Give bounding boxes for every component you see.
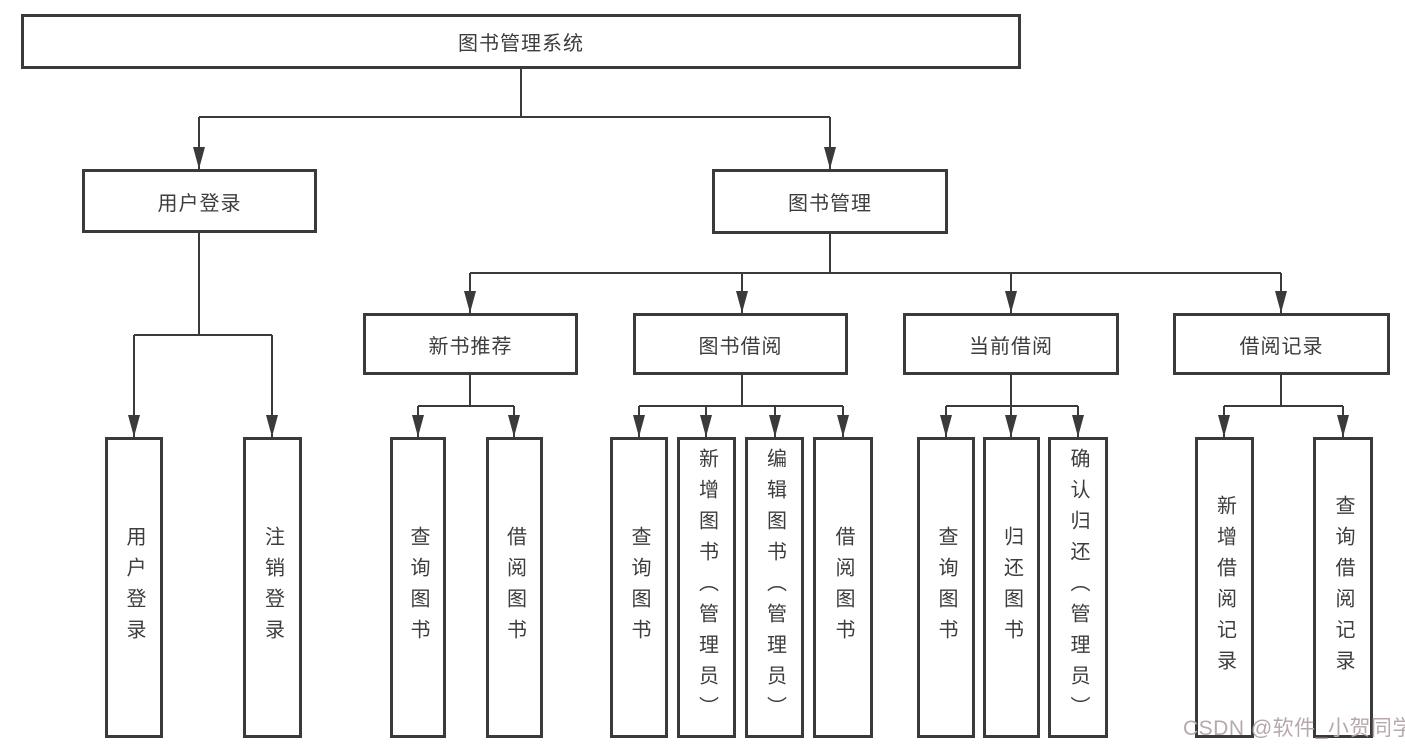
edge-user-login-children [128, 232, 278, 437]
node-leaf-logout: 注销登录 [243, 437, 302, 738]
edge-current-borrow-children [940, 374, 1084, 437]
node-book-borrow: 图书借阅 [633, 313, 848, 375]
node-nb-query-book-label: 查询图书 [407, 525, 429, 650]
node-new-book-recommend: 新书推荐 [363, 313, 578, 375]
node-book-management-label: 图书管理 [788, 193, 872, 215]
node-bb-add-book-admin-label: 新增图书（管理员） [695, 448, 718, 727]
node-current-borrow-label: 当前借阅 [969, 335, 1053, 358]
node-br-query-record: 查询借阅记录 [1313, 437, 1373, 738]
node-cb-query-book-label: 查询图书 [935, 525, 957, 650]
node-borrow-record: 借阅记录 [1173, 313, 1390, 375]
node-cb-query-book: 查询图书 [917, 437, 975, 738]
node-user-login-label: 用户登录 [157, 192, 242, 215]
edge-book-borrow-children [633, 374, 849, 437]
node-cb-confirm-return-admin: 确认归还（管理员） [1048, 437, 1108, 738]
node-cb-confirm-return-admin-label: 确认归还（管理员） [1067, 448, 1089, 727]
node-bb-add-book-admin: 新增图书（管理员） [677, 437, 736, 738]
node-br-add-record: 新增借阅记录 [1195, 437, 1254, 738]
node-root: 图书管理系统 [21, 14, 1021, 69]
edge-new-book-children [412, 374, 520, 437]
edge-borrow-record-children [1218, 374, 1349, 437]
node-leaf-user-login-label: 用户登录 [123, 525, 145, 650]
node-leaf-user-login: 用户登录 [105, 437, 163, 738]
node-book-management: 图书管理 [712, 169, 948, 234]
node-user-login: 用户登录 [82, 169, 317, 233]
node-nb-query-book: 查询图书 [390, 437, 446, 738]
node-br-add-record-label: 新增借阅记录 [1213, 494, 1236, 681]
node-nb-borrow-book: 借阅图书 [486, 437, 543, 738]
node-cb-return-book: 归还图书 [983, 437, 1040, 738]
edge-book-management-children [464, 233, 1287, 313]
node-bb-edit-book-admin-label: 编辑图书（管理员） [763, 448, 786, 727]
node-bb-query-book: 查询图书 [610, 437, 668, 738]
node-bb-query-book-label: 查询图书 [628, 525, 650, 650]
node-cb-return-book-label: 归还图书 [1000, 525, 1023, 650]
node-current-borrow: 当前借阅 [903, 313, 1119, 375]
node-borrow-record-label: 借阅记录 [1239, 335, 1324, 358]
node-leaf-logout-label: 注销登录 [261, 525, 284, 650]
node-bb-edit-book-admin: 编辑图书（管理员） [745, 437, 804, 738]
node-nb-borrow-book-label: 借阅图书 [503, 525, 526, 650]
edge-root-children [193, 68, 836, 169]
node-br-query-record-label: 查询借阅记录 [1332, 494, 1354, 681]
node-bb-borrow-book-label: 借阅图书 [832, 525, 854, 650]
node-bb-borrow-book: 借阅图书 [813, 437, 873, 738]
node-book-borrow-label: 图书借阅 [698, 335, 783, 358]
node-root-label: 图书管理系统 [458, 33, 584, 55]
node-new-book-recommend-label: 新书推荐 [428, 335, 513, 358]
watermark-text: CSDN @软件_小贺同学 [1183, 717, 1405, 740]
